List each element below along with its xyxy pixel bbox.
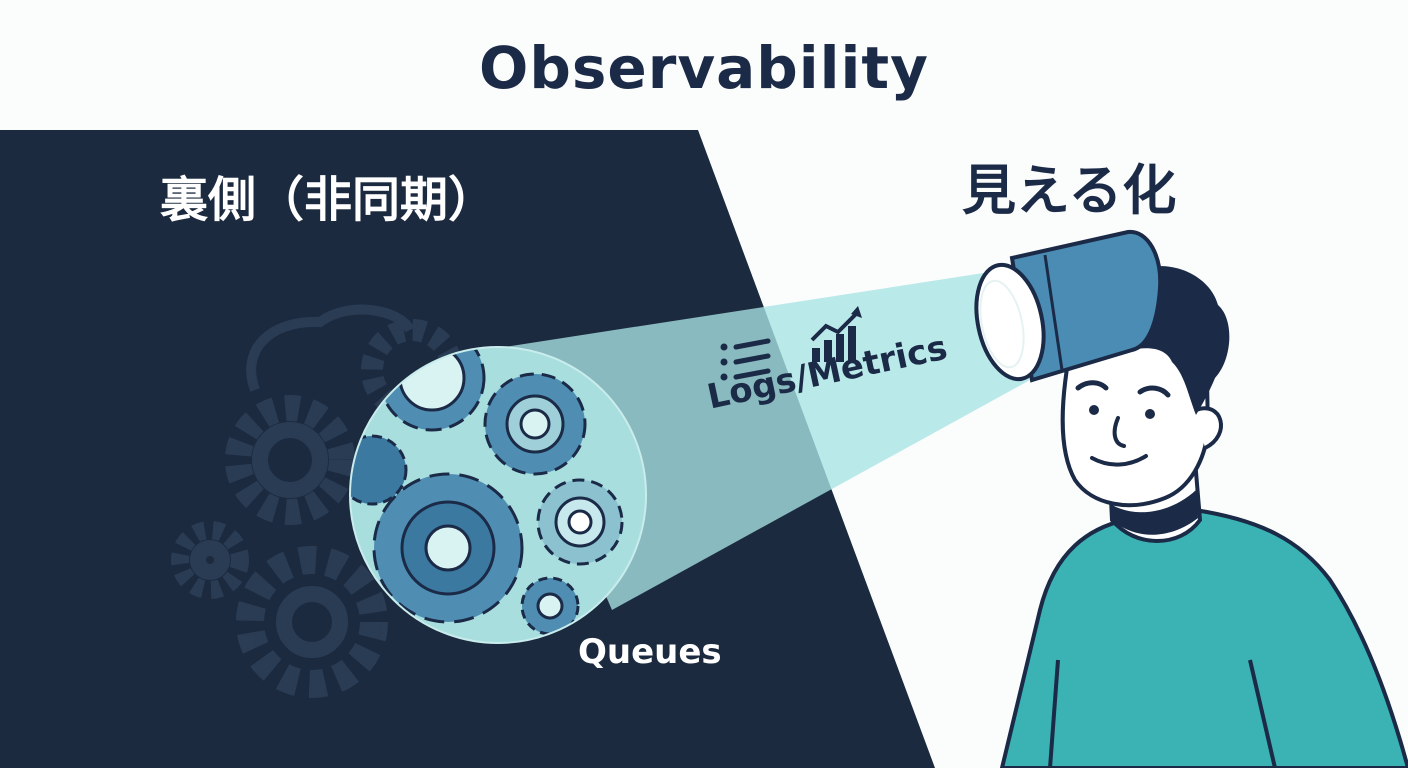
light-side-label: 見える化 [962,159,1177,222]
faded-gear-icon [236,546,388,698]
person-eyebrow [1075,380,1109,391]
person-eyebrow [1137,385,1171,398]
lens-rim [349,346,647,644]
person-eye [1145,409,1155,419]
shirt-fold [1248,659,1277,768]
faded-gear-icon [171,521,249,599]
lens-gear-icon [520,576,580,636]
person-nose [1112,416,1126,448]
lens-gear-icon [536,478,624,566]
faded-cloud-shape [246,304,415,392]
neck-shadow [1112,490,1198,535]
person-ear [1195,406,1223,450]
flashlight-icon [974,229,1163,383]
shirt-fold [1048,659,1060,768]
faded-gear-icon [225,395,355,525]
bar-chart-icon [810,306,862,362]
page-title: Observability [479,34,929,102]
lens-gear-icon [483,372,587,476]
person-shirt [999,507,1408,768]
list-icon [720,338,771,381]
dark-side-label: 裏側（非同期） [160,172,497,228]
person-mouth [1090,454,1148,467]
person-eye [1089,405,1099,415]
lens-gear-icon [372,472,524,624]
gears-label: Queues [578,632,722,672]
